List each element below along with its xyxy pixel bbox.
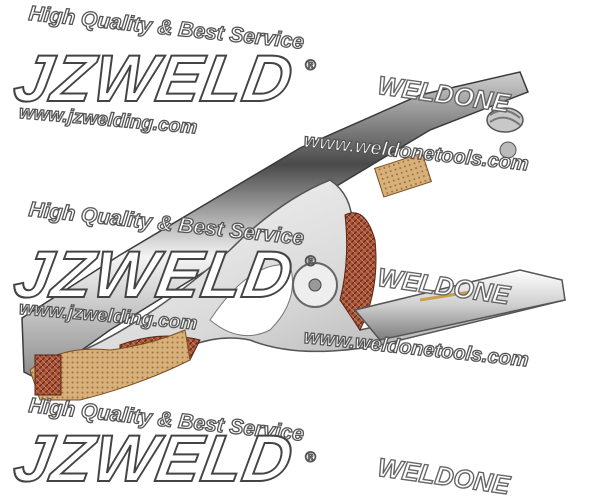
watermark-registered-1: ®: [304, 57, 317, 75]
lower-jaw: [353, 269, 566, 341]
watermark-registered-2: ®: [304, 253, 317, 271]
clamp-opening: [209, 264, 293, 337]
spring: [486, 107, 524, 159]
upper-copper-pad: [373, 152, 433, 198]
copper-braid: [339, 212, 377, 331]
watermark-registered-3: ®: [304, 449, 317, 467]
front-copper-pad: [29, 329, 191, 401]
watermark-logo-3: JZWELD: [8, 420, 300, 496]
